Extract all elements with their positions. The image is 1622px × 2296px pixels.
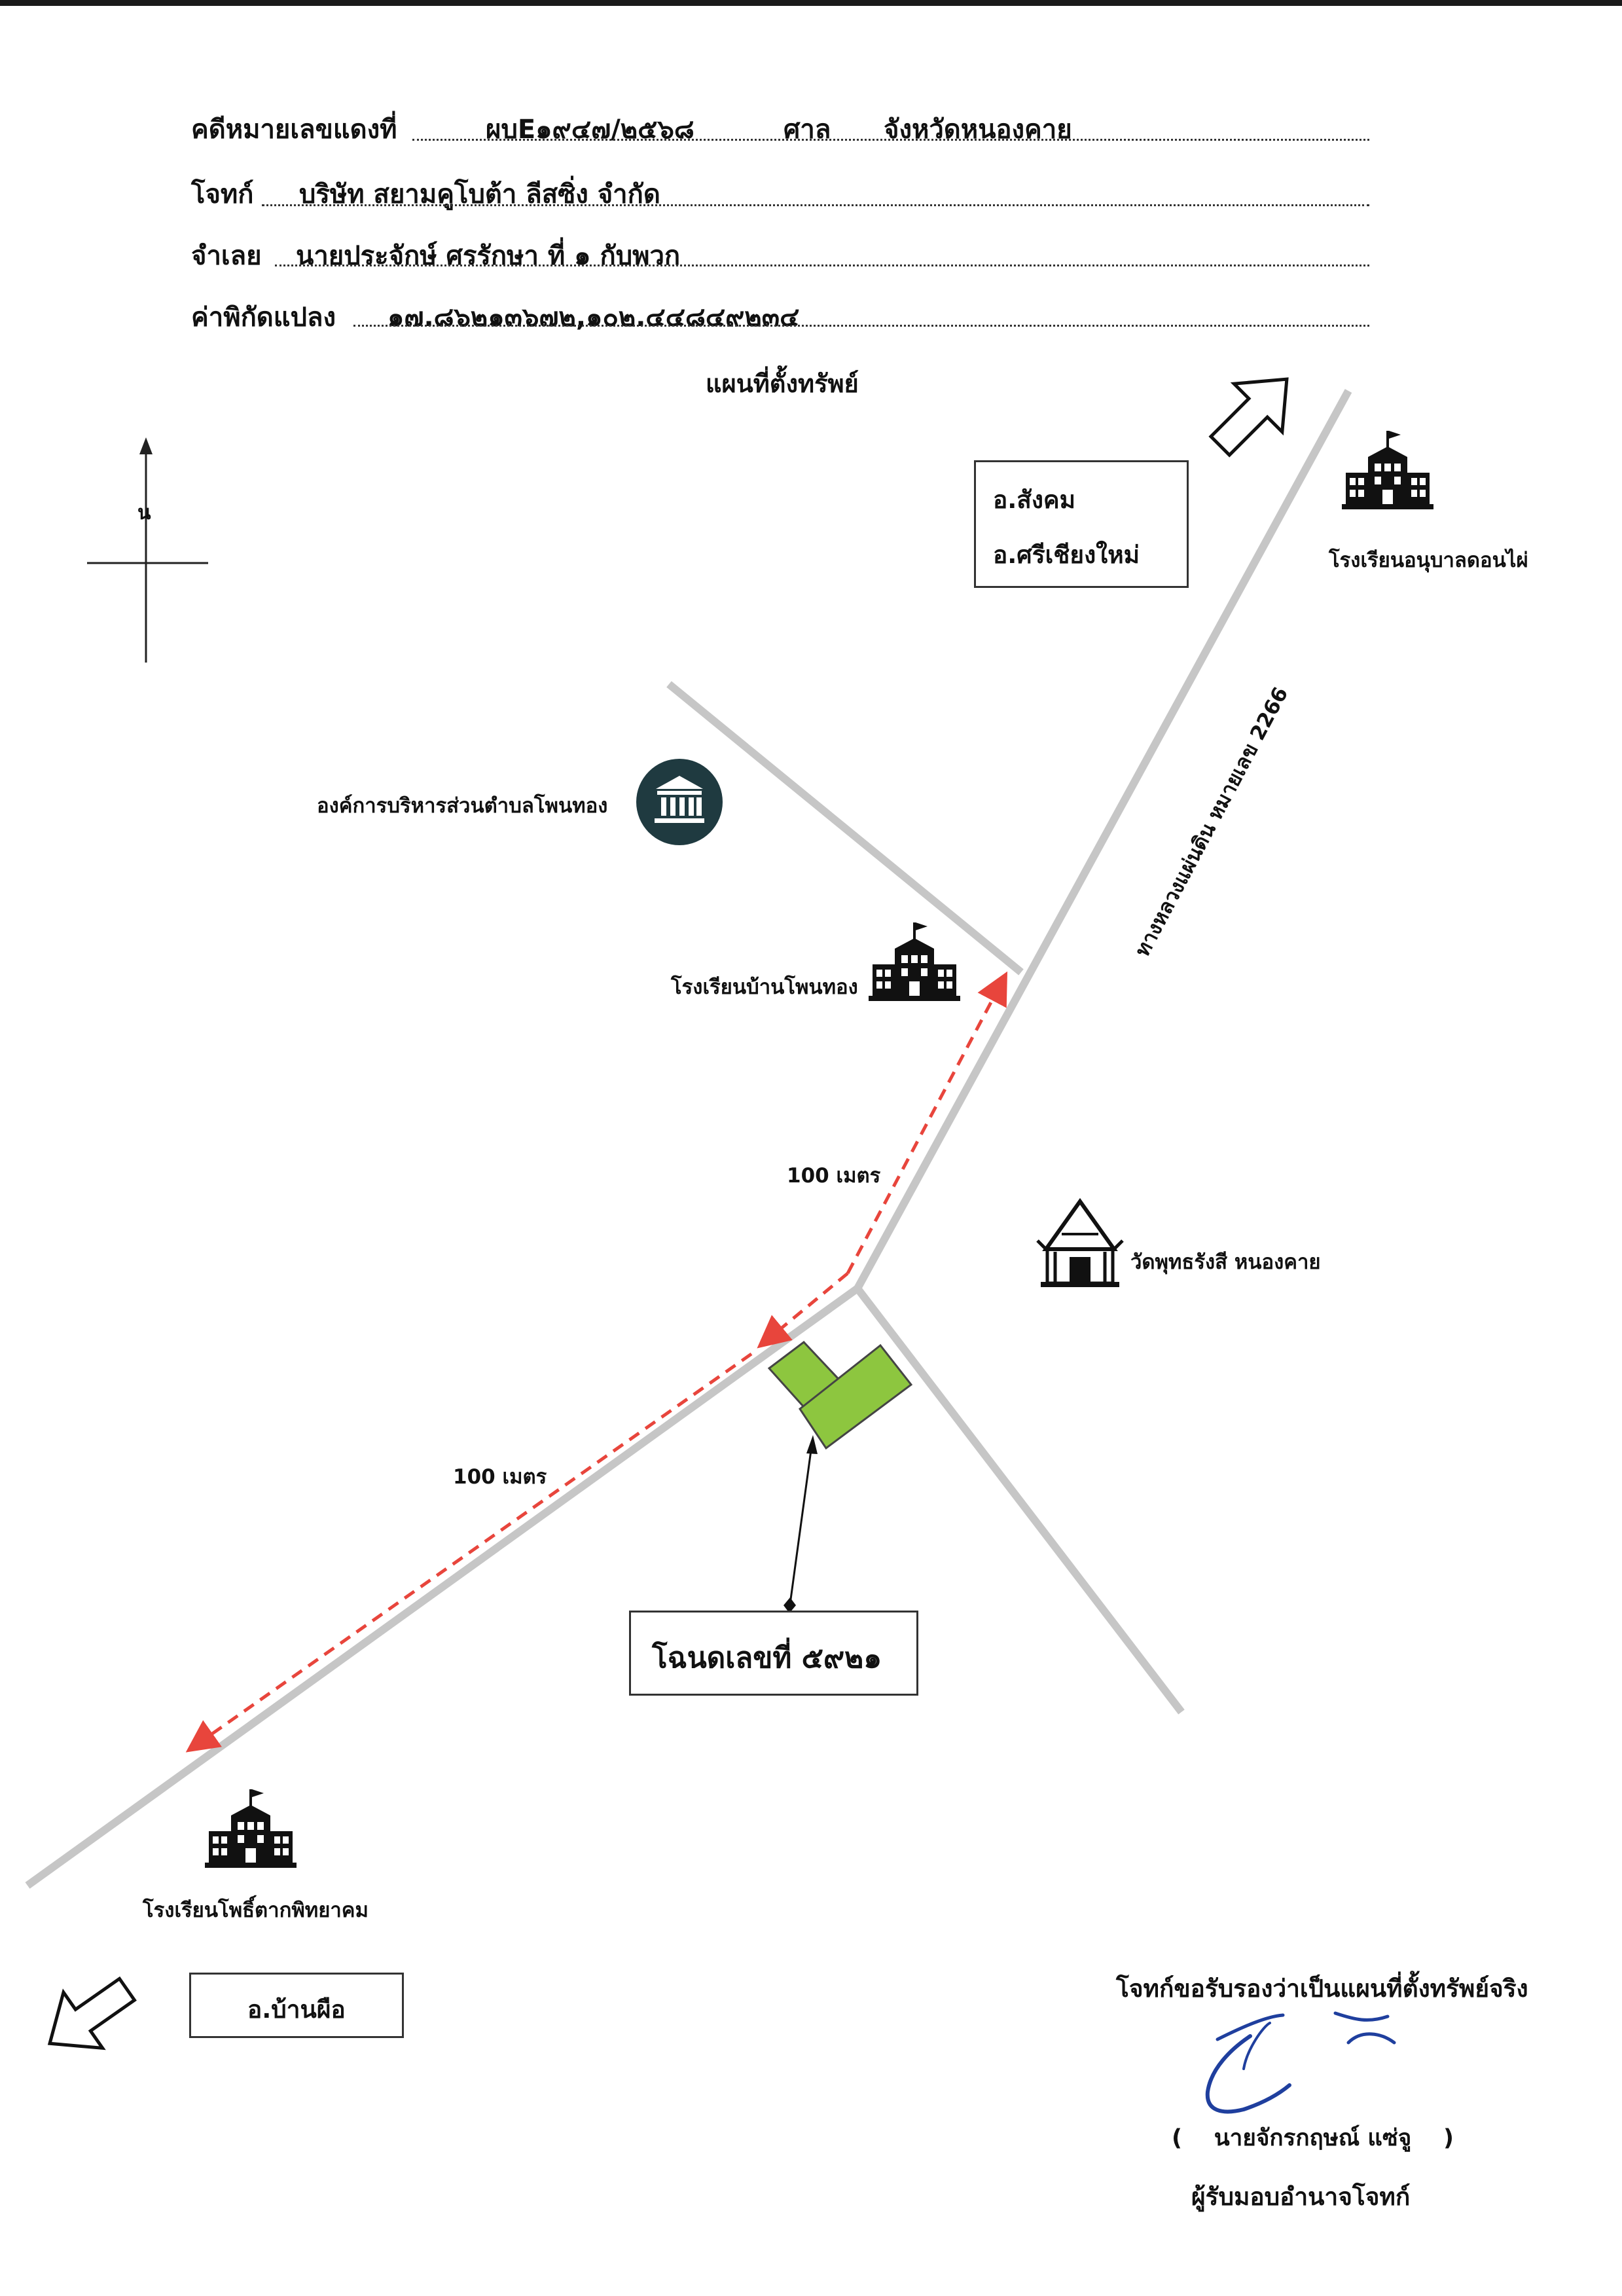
route-arrow-southwest [185, 1352, 753, 1753]
distance-label-1: 100 เมตร [787, 1164, 881, 1188]
district-si-chiang-mai: อ.ศรีเชียงใหม่ [993, 541, 1140, 569]
district-box-bottom: อ.บ้านผือ [189, 1973, 404, 2038]
district-sangkhom: อ.สังคม [993, 486, 1076, 514]
direction-arrow-icon [1208, 377, 1289, 458]
coordinates-label: ค่าพิกัดแปลง [191, 302, 336, 333]
roads [25, 389, 1352, 1889]
case-number-label: คดีหมายเลขแดงที่ [191, 115, 397, 145]
signer-name: ( นายจักรกฤษณ์ แซ่จู ) [1172, 2125, 1454, 2151]
north-label: น [137, 501, 151, 524]
dotted-line [275, 264, 1369, 266]
temple-icon [1036, 1197, 1124, 1287]
parcel-deed-label: โฉนดเลขที่ ๕๙๒๑ [652, 1641, 882, 1675]
north-arrow-icon [87, 437, 208, 663]
top-border [0, 0, 1622, 6]
route-arrows [185, 971, 1008, 1753]
road-southeast [854, 1286, 1185, 1715]
defendant-label: จำเลย [191, 241, 262, 271]
landmark-sao: องค์การบริหารส่วนตำบลโพนทอง [317, 794, 608, 818]
dotted-line [412, 139, 1369, 141]
signer-role: ผู้รับมอบอำนาจโจทก์ [1191, 2183, 1411, 2211]
route-arrow-north [846, 971, 1008, 1275]
dotted-line [262, 204, 1369, 206]
road-highway-2266 [854, 389, 1352, 1290]
road-northwest [666, 681, 1024, 975]
dotted-line [353, 325, 1369, 327]
district-box-top: อ.สังคม อ.ศรีเชียงใหม่ [974, 460, 1189, 588]
parcel-pointer [784, 1435, 818, 1613]
landmark-school-top-right: โรงเรียนอนุบาลดอนไผ่ [1329, 549, 1528, 572]
coordinates-value: ๑๗.๘๖๒๑๓๖๗๒,๑๐๒.๔๔๘๔๙๒๓๔ [387, 302, 800, 333]
coordinates-row: ค่าพิกัดแปลง ๑๗.๘๖๒๑๓๖๗๒,๑๐๒.๔๔๘๔๙๒๓๔ [191, 296, 1369, 335]
road-southwest [25, 1285, 860, 1889]
school-building-icon [867, 921, 962, 1002]
school-building-icon [1341, 429, 1435, 511]
direction-arrow-icon [47, 1976, 137, 2050]
certification-statement: โจทก์ขอรับรองว่าเป็นแผนที่ตั้งทรัพย์จริง [1116, 1975, 1528, 2003]
parcel-label-box: โฉนดเลขที่ ๕๙๒๑ [629, 1611, 918, 1696]
plaintiff-label: โจทก์ [191, 179, 254, 210]
signature-icon [1205, 2011, 1396, 2114]
map-title: แผนที่ตั้งทรัพย์ [706, 369, 859, 398]
government-building-icon [636, 759, 723, 845]
district-ban-phue: อ.บ้านผือ [247, 1995, 346, 2024]
landmark-school-middle: โรงเรียนบ้านโพนทอง [671, 975, 858, 999]
parcel-shape [767, 1340, 913, 1450]
landmark-school-bottom-left: โรงเรียนโพธิ์ตากพิทยาคม [143, 1899, 369, 1922]
school-building-icon [204, 1788, 298, 1869]
distance-label-2: 100 เมตร [453, 1465, 547, 1489]
route-arrow-junction [757, 1272, 849, 1349]
landmark-temple: วัดพุทธรังสี หนองคาย [1130, 1250, 1321, 1274]
